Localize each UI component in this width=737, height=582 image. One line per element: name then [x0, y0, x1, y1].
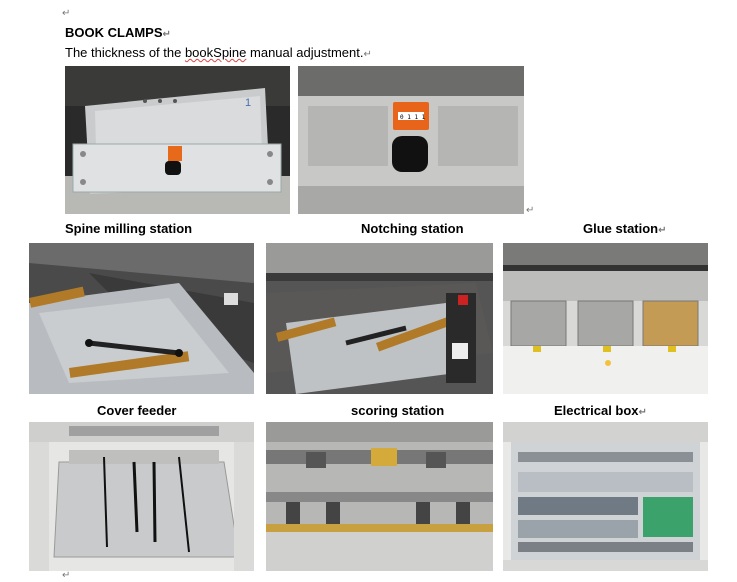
caption-electrical: Electrical box↵ — [554, 403, 647, 418]
paragraph-mark: ↵ — [363, 49, 372, 60]
paragraph-mark: ↵ — [526, 205, 535, 216]
electrical-box-photo — [503, 422, 708, 571]
caption-scoring: scoring station — [351, 403, 445, 418]
caption-cover-feeder: Cover feeder — [97, 403, 177, 418]
book-clamp-photo-1: 1 — [65, 66, 290, 214]
caption-glue: Glue station↵ — [583, 221, 667, 236]
subtitle-prefix: The thickness of the — [65, 45, 185, 60]
clamp-number-label: 1 — [245, 97, 251, 109]
glue-station-photo — [503, 243, 708, 394]
scoring-photo — [266, 422, 493, 571]
title-text: BOOK CLAMPS — [65, 25, 163, 40]
subtitle-flag: bookSpine — [184, 45, 247, 60]
subtitle-suffix: manual adjustment. — [246, 45, 364, 60]
paragraph-mark: ↵ — [62, 8, 71, 19]
notching-photo — [266, 243, 493, 394]
spine-milling-photo — [29, 243, 254, 394]
paragraph-mark: ↵ — [638, 407, 647, 418]
book-clamp-photo-2: 0 1 1 1 — [298, 66, 524, 214]
paragraph-mark: ↵ — [658, 225, 667, 236]
paragraph-mark: ↵ — [162, 29, 171, 40]
counter-label: 0 1 1 1 — [400, 114, 426, 121]
page-title: BOOK CLAMPS↵ — [65, 25, 171, 40]
caption-glue-text: Glue station — [583, 221, 659, 236]
cover-feeder-photo — [29, 422, 254, 571]
caption-spine-milling: Spine milling station — [65, 221, 193, 236]
caption-notching: Notching station — [361, 221, 464, 236]
caption-electrical-text: Electrical box — [554, 403, 639, 418]
paragraph-mark: ↵ — [62, 570, 71, 581]
subtitle: The thickness of the bookSpine manual ad… — [65, 45, 372, 60]
